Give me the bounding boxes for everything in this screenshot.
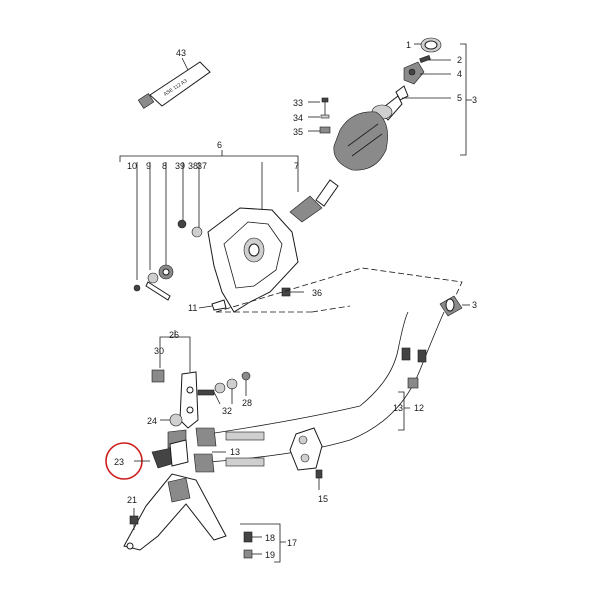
callout-43: 43 — [176, 48, 186, 58]
callout-10: 10 — [127, 161, 137, 171]
callout-9: 9 — [146, 161, 151, 171]
shifter-housing — [133, 179, 339, 313]
callout-26: 26 — [169, 330, 179, 340]
callout-6: 6 — [217, 140, 222, 150]
callout-36: 36 — [312, 288, 322, 298]
callout-23: 23 — [114, 457, 124, 467]
callout-3-right: 3 — [472, 300, 477, 310]
callout-39: 39 — [175, 161, 185, 171]
callout-37: 37 — [197, 161, 207, 171]
grease-tube: ASE 112 A3 — [137, 57, 211, 109]
callout-17: 17 — [287, 538, 297, 548]
bolt-stack-33-35 — [308, 97, 331, 134]
callout-5: 5 — [457, 93, 462, 103]
cable-group-outline-lower — [311, 305, 351, 313]
callout-13-lower: 13 — [230, 447, 240, 457]
callout-19: 19 — [265, 550, 275, 560]
callout-13-upper: 13 — [393, 403, 403, 413]
callout-33: 33 — [293, 98, 303, 108]
callout-21: 21 — [127, 495, 137, 505]
shift-cables — [193, 295, 470, 490]
callout-7: 7 — [294, 161, 299, 171]
callout-24: 24 — [147, 416, 157, 426]
callout-35: 35 — [293, 127, 303, 137]
callout-3-top: 3 — [472, 95, 477, 105]
callout-34: 34 — [293, 113, 303, 123]
callout-11: 11 — [188, 303, 197, 313]
callout-30: 30 — [154, 346, 164, 356]
gear-knob-assembly — [333, 37, 442, 171]
callout-8: 8 — [162, 161, 167, 171]
cable-group-outline — [215, 267, 463, 313]
callout-2: 2 — [457, 55, 462, 65]
callout-18: 18 — [265, 533, 275, 543]
callout-15: 15 — [318, 494, 328, 504]
cable-callout-lines — [398, 391, 410, 431]
knob-callout-lines — [402, 43, 472, 156]
callout-4: 4 — [457, 69, 462, 79]
callout-1: 1 — [406, 40, 411, 50]
support-bracket — [123, 473, 286, 563]
bracket-group-26 — [151, 330, 251, 469]
callout-12: 12 — [414, 403, 424, 413]
callout-32: 32 — [222, 406, 232, 416]
callout-28: 28 — [242, 398, 252, 408]
callout-38: 38 — [188, 161, 198, 171]
group-bracket-6 — [119, 150, 299, 280]
